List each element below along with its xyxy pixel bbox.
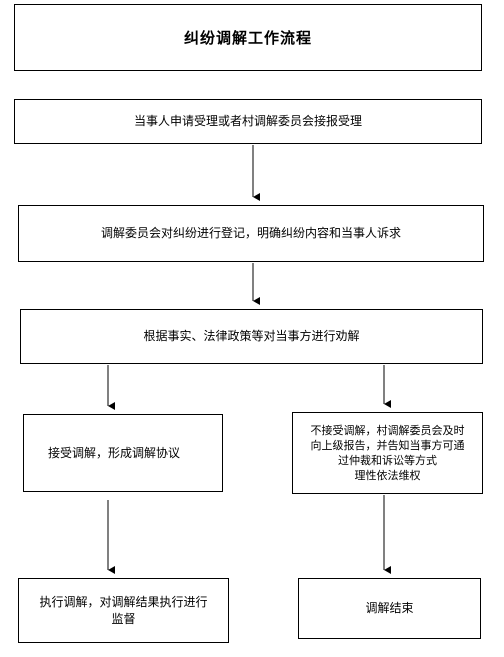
step-accept-case: 当事人申请受理或者村调解委员会接报受理 bbox=[14, 99, 482, 144]
step-accept-mediation: 接受调解，形成调解协议 bbox=[23, 414, 223, 492]
step-reject-mediation: 不接受调解，村调解委员会及时 向上级报告，并告知当事方可通 过仲裁和诉讼等方式 … bbox=[292, 412, 483, 494]
step-mediation-end: 调解结束 bbox=[298, 578, 481, 639]
step-reject-mediation-text: 不接受调解，村调解委员会及时 向上级报告，并告知当事方可通 过仲裁和诉讼等方式 … bbox=[311, 423, 465, 483]
diagram-title: 纠纷调解工作流程 bbox=[183, 29, 312, 47]
step-reject-line-4: 理性依法维权 bbox=[354, 469, 421, 482]
step-reject-line-2: 向上级报告，并告知当事方可通 bbox=[310, 439, 465, 452]
step-mediation-end-text: 调解结束 bbox=[365, 601, 414, 615]
step-register-dispute-text: 调解委员会对纠纷进行登记，明确纠纷内容和当事人诉求 bbox=[100, 226, 401, 240]
step-accept-mediation-text: 接受调解，形成调解协议 bbox=[48, 445, 181, 460]
step-reject-line-3: 过仲裁和诉讼等方式 bbox=[338, 454, 437, 467]
step-execute-line-1: 执行调解，对调解结果执行进行 bbox=[39, 594, 208, 609]
step-register-dispute: 调解委员会对纠纷进行登记，明确纠纷内容和当事人诉求 bbox=[18, 205, 484, 262]
step-execute-mediation: 执行调解，对调解结果执行进行 监督 bbox=[18, 578, 229, 643]
step-accept-case-text: 当事人申请受理或者村调解委员会接报受理 bbox=[133, 114, 362, 128]
step-execute-line-2: 监督 bbox=[111, 611, 136, 626]
step-persuade-parties-text: 根据事实、法律政策等对当事方进行劝解 bbox=[143, 329, 360, 343]
step-execute-mediation-text: 执行调解，对调解结果执行进行 监督 bbox=[39, 594, 207, 628]
step-persuade-parties: 根据事实、法律政策等对当事方进行劝解 bbox=[20, 309, 483, 364]
title-box: 纠纷调解工作流程 bbox=[14, 4, 482, 71]
step-reject-line-1: 不接受调解，村调解委员会及时 bbox=[310, 424, 465, 437]
